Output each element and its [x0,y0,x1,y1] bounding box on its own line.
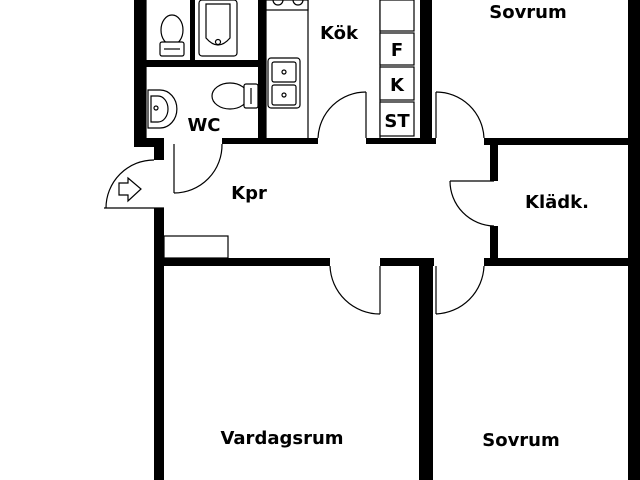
wall-bath-divider [146,60,264,67]
entrance-door[interactable] [104,159,164,209]
room-label-kladk: Klädk. [525,192,589,213]
wall-wc-right [258,0,266,140]
living-room-door[interactable] [329,265,381,315]
wall-living-right [419,266,433,480]
wc-door[interactable] [173,143,223,194]
room-label-wc: WC [187,115,220,136]
stove-icon [265,0,309,11]
cabinet-f [379,32,415,66]
wall-hall-bottom-2 [380,258,434,266]
wardrobe-units [379,0,415,137]
entrance-arrow-icon [118,176,142,203]
toilet-upper-icon [159,14,185,57]
cabinet-label-f: F [391,40,403,61]
wall-wc-bottom [222,138,266,144]
wall-kitchen-bottom [266,138,318,144]
wall-bath-bottom [134,138,164,147]
wall-bath-left [134,0,146,145]
kitchen-sink-icon [267,57,301,109]
wall-bedroom-top-right [628,0,640,145]
wc-sink-icon [147,89,178,129]
wall-hall-bottom-3 [484,258,640,266]
bedroom-bottom-door[interactable] [435,265,485,315]
room-label-sovrum-bottom: Sovrum [482,430,560,451]
walls [134,0,640,480]
wall-entry-bottom [154,208,164,480]
room-label-kpr: Kpr [231,183,267,204]
cabinet-st [379,101,415,137]
wall-hall-bottom-1 [154,258,330,266]
room-label-sovrum-top: Sovrum [489,2,567,23]
room-label-vardagsrum: Vardagsrum [220,428,343,449]
room-labels: Sovrum Kök WC Kpr Klädk. Vardagsrum Sovr… [187,2,589,451]
toilet-wc-icon [211,82,259,110]
bedroom-top-door[interactable] [435,91,485,139]
cabinet-label-k: K [390,75,405,96]
cabinet-k [379,66,415,101]
bathtub-icon [198,0,238,57]
cabinet-label-st: ST [384,111,410,132]
room-label-kok: Kök [320,23,359,44]
hall-shelf-icon [163,235,229,259]
wall-kitchen-bottom-2 [366,138,436,144]
closet-door[interactable] [449,180,495,227]
wall-closet-right [628,145,640,263]
kitchen-door[interactable] [317,91,367,139]
wall-kitchen-right [420,0,432,144]
doors [104,91,495,315]
wall-entry-top [154,138,164,160]
wall-closet-left-top [490,145,498,181]
wall-shower-divider [190,0,195,60]
wall-bedroom-bottom-right [628,266,640,480]
wall-bedroom-top-bottom [484,138,640,145]
wall-closet-left-bottom [490,226,498,266]
